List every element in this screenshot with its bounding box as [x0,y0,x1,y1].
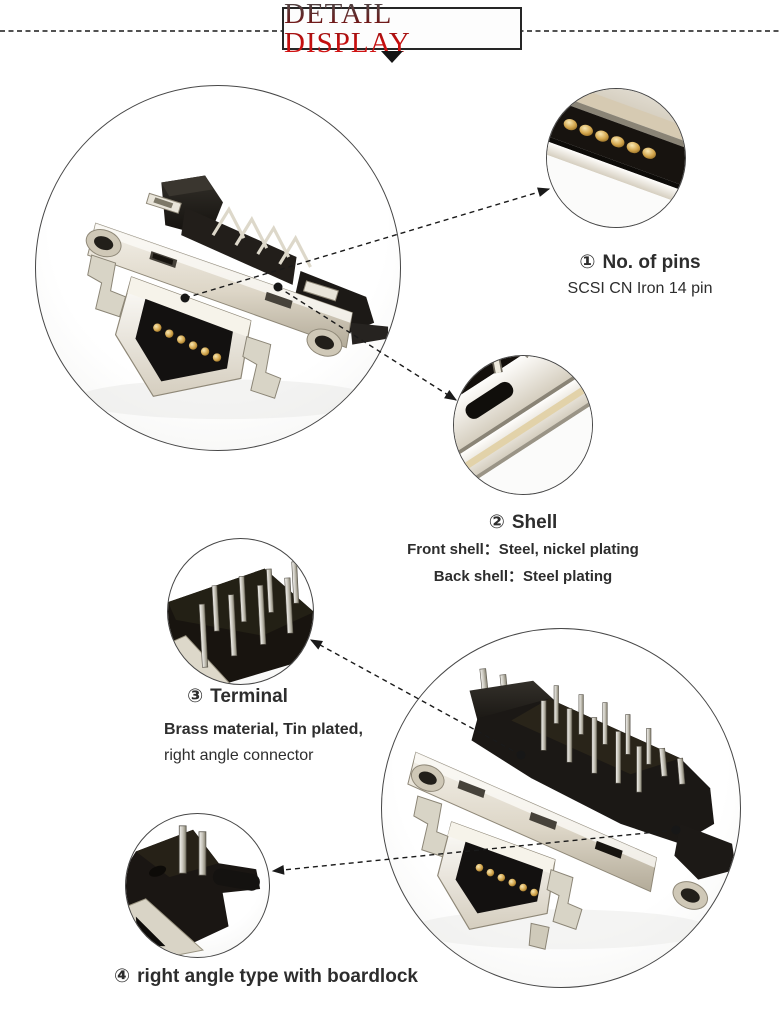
down-triangle-icon [381,51,403,63]
callout-terminal-title: ③ Terminal [160,685,315,708]
rear-product-circle [381,628,741,988]
pins-detail-circle [546,88,686,228]
callout-pins-subtitle: SCSI CN Iron 14 pin [567,280,713,297]
boardlock-closeup-photo [126,825,261,957]
callout-shell-title: ② Shell [385,511,661,534]
callout-number-3: ③ [187,686,204,707]
callout-number-1: ① [579,252,596,273]
page-title: DETAIL DISPLAY [284,0,520,58]
shell-closeup-photo [454,356,592,494]
callout-shell-label: ② Shell Front shell：Steel, nickel plating… [385,511,661,588]
boardlock-detail-circle [125,813,270,958]
callout-terminal-lines: Brass material, Tin plated, right angle … [164,717,414,769]
callout-number-4: ④ [114,966,131,987]
callout-boardlock-title-text: right angle type with boardlock [137,966,418,987]
terminal-detail-circle [167,538,314,685]
callout-terminal-line1: Brass material, Tin plated, [164,721,363,738]
callout-boardlock-label: ④ right angle type with boardlock [90,965,442,988]
connector-photo [75,175,389,420]
callout-pins-label: ① No. of pins SCSI CN Iron 14 pin [540,251,740,298]
pins-closeup-photo [547,89,685,227]
callout-terminal-line2: right angle connector [164,747,314,764]
callout-shell-line1: Front shell：Steel, nickel plating [407,541,639,558]
terminal-closeup-photo [168,561,313,684]
main-product-circle [35,85,401,451]
callout-pins-title: ① No. of pins [540,251,740,274]
detail-display-header: DETAIL DISPLAY [282,0,522,57]
rear-connector-photo [407,668,737,950]
callout-shell-title-text: Shell [511,512,558,533]
shell-detail-circle [453,355,593,495]
callout-number-2: ② [488,512,505,533]
callout-shell-line2: Back shell：Steel plating [433,568,613,585]
callout-pins-title-text: No. of pins [602,252,701,273]
callout-terminal-title-text: Terminal [210,686,288,707]
